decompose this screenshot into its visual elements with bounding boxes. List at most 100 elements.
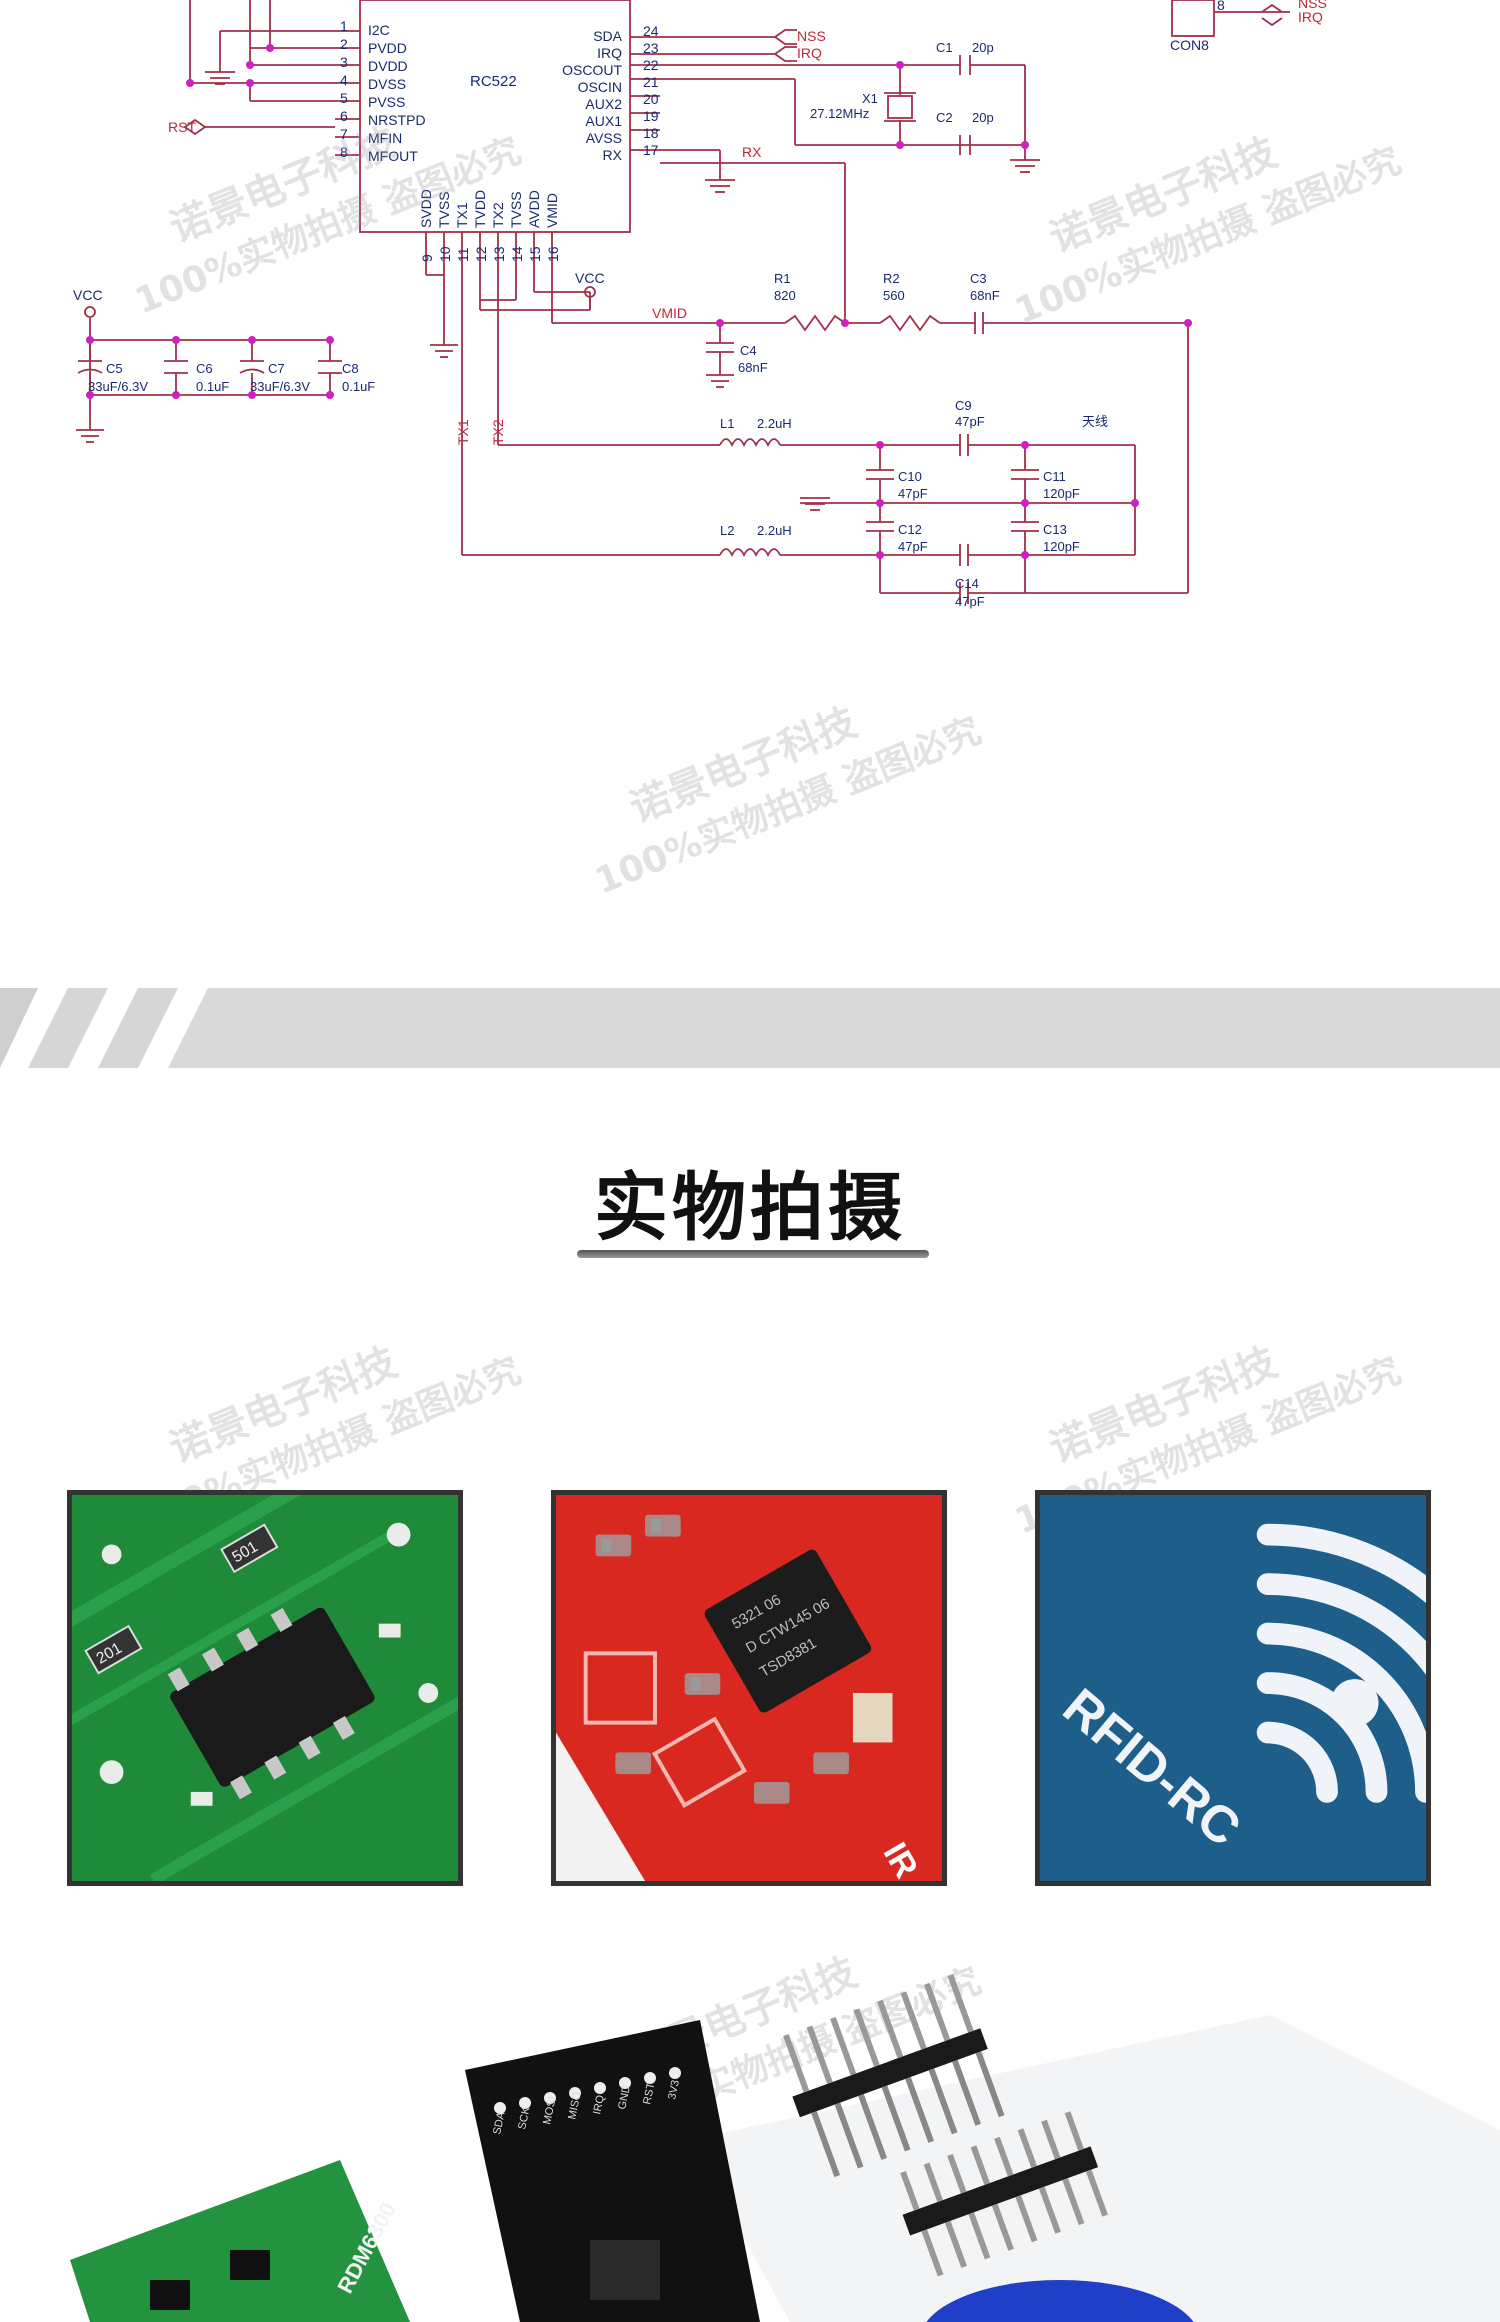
c4-ref: C4: [740, 343, 757, 358]
c3-ref: C3: [970, 271, 987, 286]
photo-red-pcb-chip: 5321 06 D CTW145 06 TSD8381 IR: [551, 1490, 947, 1886]
connector-label: CON8: [1170, 37, 1209, 53]
title-underline: [577, 1250, 929, 1258]
net-label-nss-connector: NSS: [1298, 0, 1327, 11]
ic-pin-number: 18: [643, 125, 659, 141]
connector-pin-number: 8: [1217, 0, 1225, 13]
photo-rfid-card: RFID-RC: [1035, 1490, 1431, 1886]
ic-pin-name: TVSS: [508, 191, 524, 228]
c9-value: 47pF: [955, 414, 985, 429]
ic-pin-name: TVDD: [472, 190, 488, 228]
c7-ref: C7: [268, 361, 285, 376]
c3-value: 68nF: [970, 288, 1000, 303]
c6-ref: C6: [196, 361, 213, 376]
ic-pin-number: 15: [527, 246, 543, 262]
c10-value: 47pF: [898, 486, 928, 501]
r1-ref: R1: [774, 271, 791, 286]
section-title: 实物拍摄: [594, 1165, 906, 1251]
ic-pin-name: DVDD: [368, 58, 408, 74]
ic-pin-name: TVSS: [436, 191, 452, 228]
c14-ref: C14: [955, 576, 979, 591]
ic-pin-number: 11: [455, 247, 471, 262]
ic-pin-name: SDA: [593, 28, 622, 44]
ic-pin-number: 16: [545, 246, 561, 262]
c5-ref: C5: [106, 361, 123, 376]
ic-pin-number: 5: [340, 90, 348, 106]
ic-pin-name: SVDD: [418, 189, 434, 228]
c11-value: 120pF: [1043, 486, 1080, 501]
r2-value: 560: [883, 288, 905, 303]
module-pin-label: SDA: [491, 2110, 508, 2135]
ic-pin-number: 13: [491, 246, 507, 262]
ic-pin-number: 3: [340, 54, 348, 70]
ic-pin-name: PVSS: [368, 94, 405, 110]
c2-ref: C2: [936, 110, 953, 125]
ic-pin-number: 8: [340, 144, 348, 160]
c5-value: 33uF/6.3V: [88, 379, 148, 394]
ic-pin-name: PVDD: [368, 40, 407, 56]
ic-pin-name: VMID: [544, 193, 560, 228]
l2-value: 2.2uH: [757, 523, 792, 538]
ic-pin-number: 6: [340, 108, 348, 124]
r2-ref: R2: [883, 271, 900, 286]
c7-value: 33uF/6.3V: [250, 379, 310, 394]
ic-pin-name: TX1: [454, 202, 470, 228]
net-label-irq-connector: IRQ: [1298, 9, 1323, 25]
ic-pin-name: I2C: [368, 22, 390, 38]
module-pin-label: GND: [616, 2084, 633, 2110]
net-label-irq: IRQ: [797, 45, 822, 61]
x1-ref: X1: [862, 91, 878, 106]
net-label-tx2: TX2: [490, 419, 506, 445]
ic-pin-number: 24: [643, 23, 659, 39]
c8-ref: C8: [342, 361, 359, 376]
ic-pin-number: 7: [340, 126, 348, 142]
net-label-nss: NSS: [797, 28, 826, 44]
ic-pin-name: NRSTPD: [368, 112, 426, 128]
ic-pin-number: 1: [340, 18, 348, 34]
c4-value: 68nF: [738, 360, 768, 375]
c1-ref: C1: [936, 40, 953, 55]
ic-pin-number: 21: [643, 74, 659, 90]
ic-pin-name: DVSS: [368, 76, 406, 92]
rc522-schematic: RC522 1 I2C 2 PVDD 3 DVDD 4 DVSS 5 PVSS 6 NRSTPD 7 MF…: [73, 0, 1327, 609]
c13-value: 120pF: [1043, 539, 1080, 554]
ic-pin-name: AUX2: [585, 96, 622, 112]
ic-pin-number: 9: [419, 254, 435, 262]
section-divider: [0, 988, 1500, 1068]
ic-pin-name: MFIN: [368, 130, 402, 146]
c13-ref: C13: [1043, 522, 1067, 537]
c6-value: 0.1uF: [196, 379, 229, 394]
ic-pin-number: 14: [509, 246, 525, 262]
x1-value: 27.12MHz: [810, 106, 869, 121]
c10-ref: C10: [898, 469, 922, 484]
l1-ref: L1: [720, 416, 734, 431]
ic-pin-name: OSCIN: [578, 79, 622, 95]
ic-name: RC522: [470, 73, 517, 90]
net-label-tx1: TX1: [455, 419, 471, 445]
vcc-label-power: VCC: [73, 287, 103, 303]
ic-pin-number: 20: [643, 91, 659, 107]
ic-pin-number: 19: [643, 108, 659, 124]
ic-pin-number: 22: [643, 57, 659, 73]
c12-ref: C12: [898, 522, 922, 537]
photo-green-pcb-chip: 201 501: [67, 1490, 463, 1886]
l1-value: 2.2uH: [757, 416, 792, 431]
antenna-label: 天线: [1082, 414, 1108, 429]
ic-pin-name: TX2: [490, 202, 506, 228]
ic-pin-number: 4: [340, 72, 348, 88]
module-pin-label: MISO: [566, 2090, 584, 2120]
vcc-label-ic: VCC: [575, 270, 605, 286]
ic-pin-number: 10: [437, 246, 453, 262]
ic-pin-number: 23: [643, 40, 659, 56]
module-pin-label: RST: [641, 2081, 657, 2105]
module-pin-label: 3V3: [666, 2079, 682, 2101]
r1-value: 820: [774, 288, 796, 303]
c11-ref: C11: [1043, 469, 1066, 484]
ic-pin-name: AVSS: [586, 130, 622, 146]
c9-ref: C9: [955, 398, 972, 413]
ic-pin-number: 2: [340, 36, 348, 52]
ic-pin-name: RX: [603, 147, 623, 163]
